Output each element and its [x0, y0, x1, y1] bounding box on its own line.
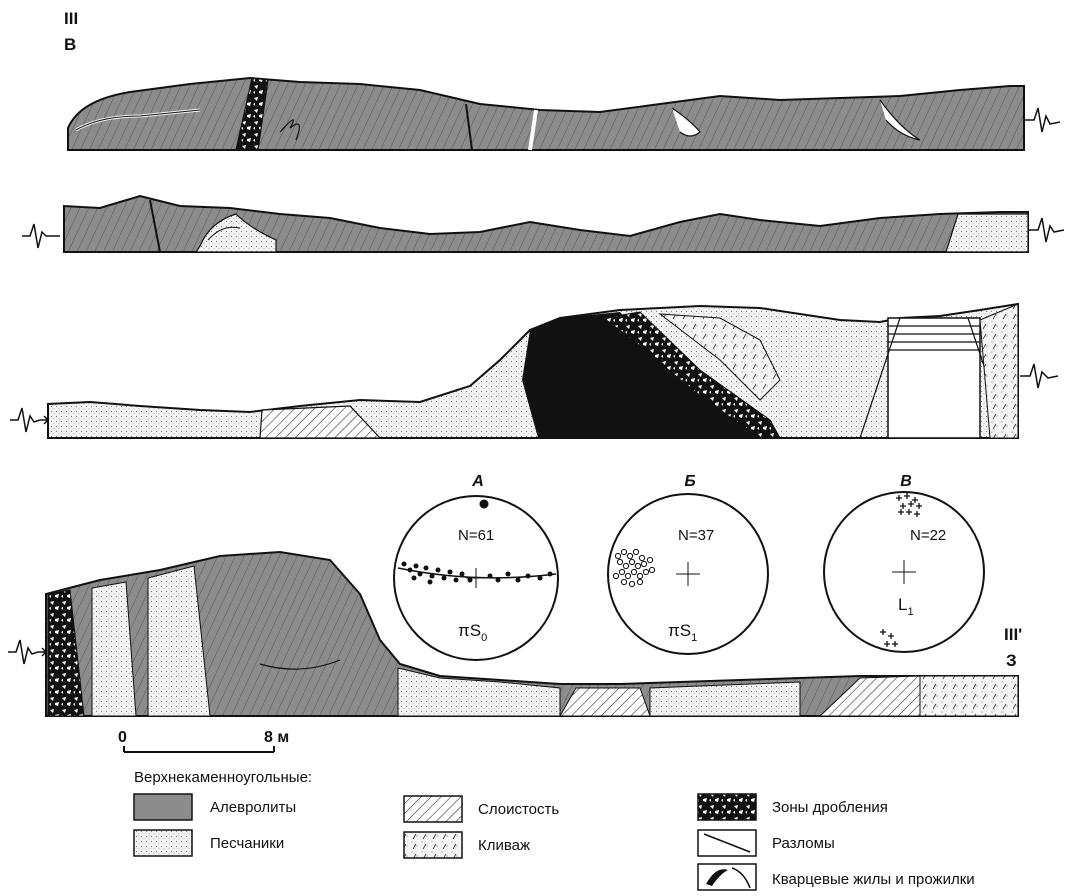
legend-fault-label: Разломы	[772, 835, 835, 852]
legend-cleavage-label: Кливаж	[478, 837, 530, 854]
legend-bedding-swatch	[404, 796, 462, 822]
legend-breccia-label: Зоны дробления	[772, 799, 888, 816]
scale-bar: 0 8 м	[118, 729, 289, 752]
scale-end-label: 8 м	[264, 729, 289, 746]
stereonet-b-title: Б	[684, 473, 695, 490]
stereonet-a-title: А	[471, 473, 484, 490]
stereonet-a: А N=61 πS0	[394, 473, 558, 660]
legend-siltstone-swatch	[134, 794, 192, 820]
profile-end-label-roman: III'	[1004, 625, 1022, 644]
stereonet-b: Б N=37 πS1	[608, 473, 768, 654]
profile-end-label-direction: З	[1006, 651, 1017, 670]
section-strip-2	[22, 196, 1064, 252]
profile-start-label-direction: В	[64, 35, 76, 54]
legend-sandstone-label: Песчаники	[210, 835, 284, 852]
legend-siltstone-label: Алевролиты	[210, 799, 296, 816]
stereonet-b-count: N=37	[678, 527, 714, 544]
stereonet-a-count: N=61	[458, 527, 494, 544]
legend-veins-swatch	[698, 864, 756, 890]
stereonet-v-title: В	[900, 473, 912, 490]
legend-veins-label: Кварцевые жилы и прожилки	[772, 871, 975, 888]
stereonet-v: В N=22 L1	[824, 473, 984, 652]
scale-start-label: 0	[118, 729, 127, 746]
legend: Верхнекаменноугольные: Алевролиты Песчан…	[134, 769, 975, 890]
stereonet-v-count: N=22	[910, 527, 946, 544]
legend-sandstone-swatch	[134, 830, 192, 856]
profile-start-label-roman: III	[64, 9, 78, 28]
legend-heading: Верхнекаменноугольные:	[134, 769, 312, 786]
legend-breccia-swatch	[698, 794, 756, 820]
section-strip-3	[10, 304, 1058, 438]
legend-bedding-label: Слоистость	[478, 801, 559, 818]
section-strip-1	[68, 78, 1060, 150]
legend-cleavage-swatch	[404, 832, 462, 858]
